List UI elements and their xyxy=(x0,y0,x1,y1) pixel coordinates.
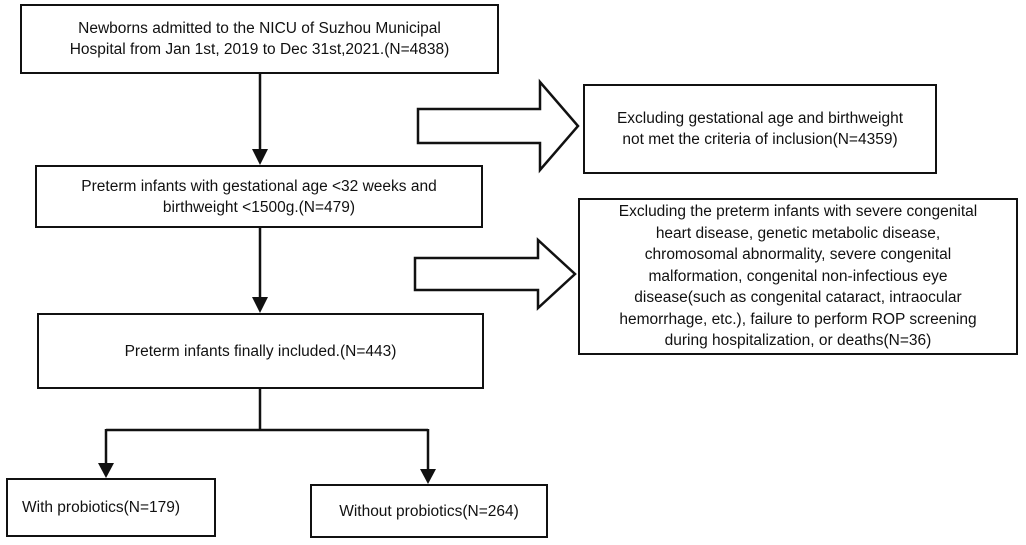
included-text: Preterm infants finally included.(N=443) xyxy=(124,342,397,360)
with-probiotics-box: With probiotics(N=179) xyxy=(6,478,216,537)
without-probiotics-text: Without probiotics(N=264) xyxy=(339,502,519,520)
exclusion-arrow-1 xyxy=(416,78,580,174)
arrowhead-admitted-to-preterm xyxy=(252,149,268,165)
exclusion-text-1: Excluding gestational age and birthweigh… xyxy=(616,110,904,148)
exclusion-box-1: Excluding gestational age and birthweigh… xyxy=(583,84,937,174)
admitted-text: Newborns admitted to the NICU of Suzhou … xyxy=(69,20,450,58)
admitted-box: Newborns admitted to the NICU of Suzhou … xyxy=(20,4,499,74)
with-probiotics-text: With probiotics(N=179) xyxy=(22,499,181,516)
without-probiotics-box: Without probiotics(N=264) xyxy=(310,484,548,538)
exclusion-text-2: Excluding the preterm infants with sever… xyxy=(618,203,978,350)
preterm-text: Preterm infants with gestational age <32… xyxy=(81,177,437,216)
exclusion-arrow-2 xyxy=(413,237,577,311)
exclusion-box-2: Excluding the preterm infants with sever… xyxy=(578,198,1018,355)
arrowhead-to-with-probiotics xyxy=(98,463,114,478)
preterm-box: Preterm infants with gestational age <32… xyxy=(35,165,483,228)
included-box: Preterm infants finally included.(N=443) xyxy=(37,313,484,389)
arrowhead-to-without-probiotics xyxy=(420,469,436,484)
arrowhead-preterm-to-included xyxy=(252,297,268,313)
